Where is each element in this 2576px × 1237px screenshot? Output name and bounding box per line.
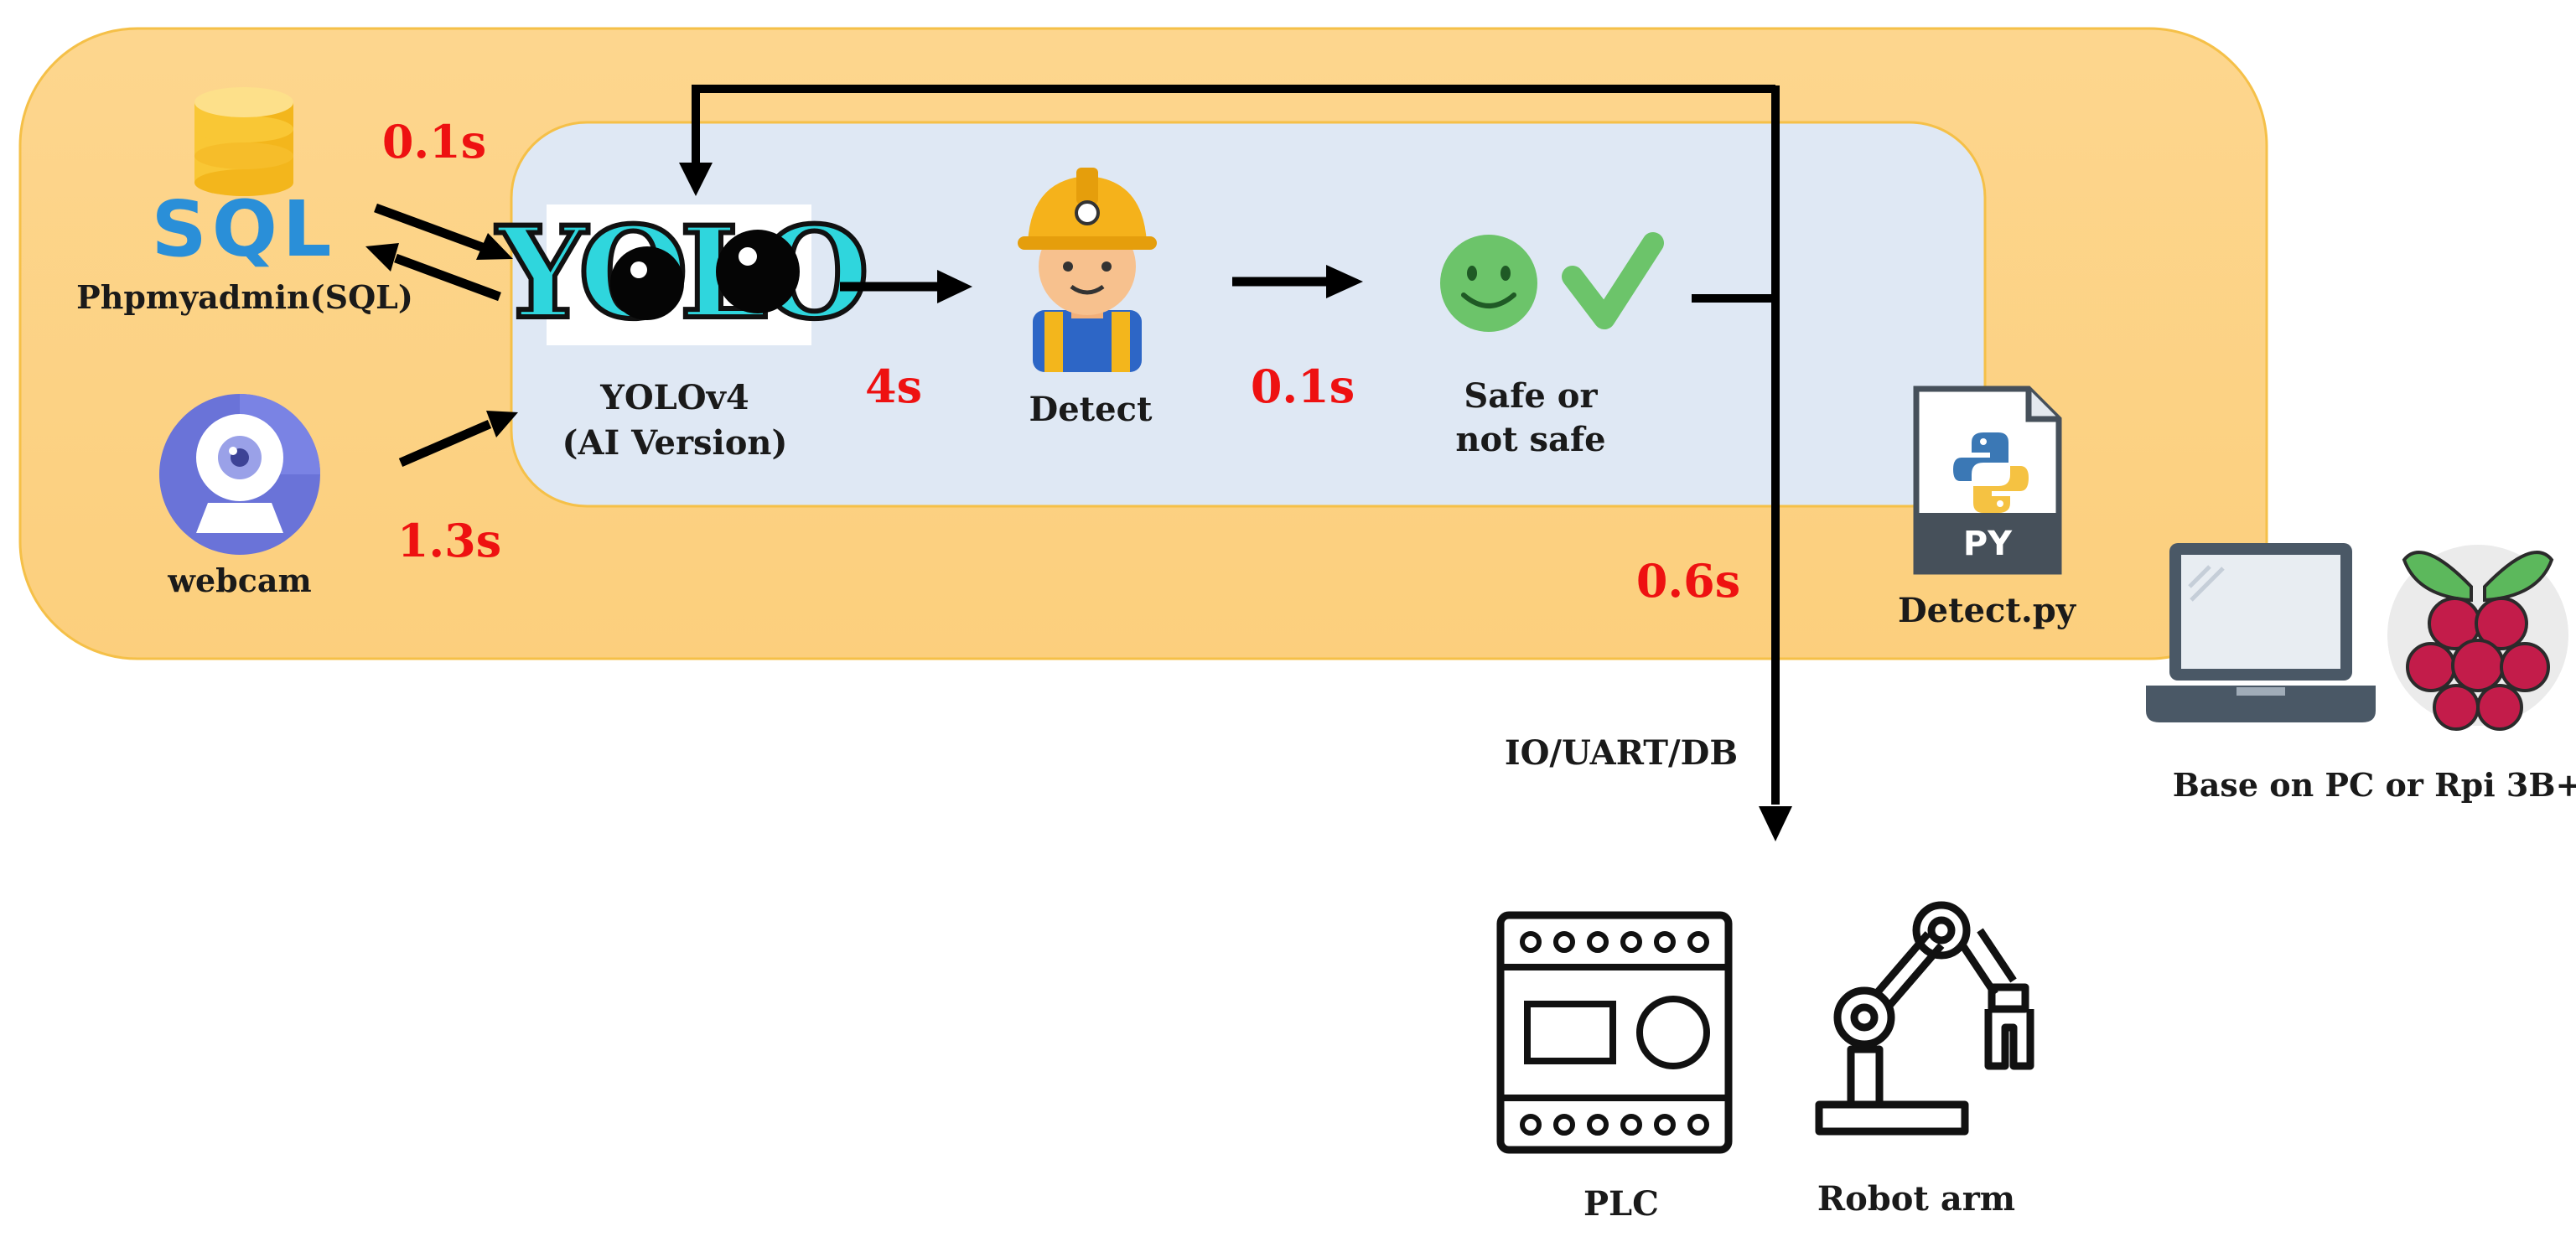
detect-py-label: Detect.py bbox=[1898, 591, 2077, 630]
plc-label: PLC bbox=[1583, 1184, 1659, 1224]
yolo-label-line1: YOLOv4 bbox=[599, 378, 749, 417]
webcam-icon bbox=[159, 394, 320, 555]
plc-icon bbox=[1496, 911, 1733, 1154]
base-label: Base on PC or Rpi 3B+ bbox=[2173, 766, 2576, 804]
detect-to-safe-arrow bbox=[1232, 265, 1363, 298]
webcam-time: 1.3s bbox=[397, 514, 501, 567]
database-icon: SQL bbox=[151, 87, 336, 274]
detect-label: Detect bbox=[1029, 390, 1153, 429]
robot-label: Robot arm bbox=[1817, 1179, 2015, 1219]
inner-panel bbox=[510, 121, 1987, 508]
safe-label-line2: not safe bbox=[1455, 420, 1605, 459]
feedback-time: 0.6s bbox=[1636, 554, 1740, 608]
worker-icon bbox=[1018, 168, 1157, 372]
feedback-arrow bbox=[679, 85, 1792, 841]
detect-to-safe-time: 0.1s bbox=[1251, 360, 1355, 413]
webcam-to-yolo-arrow bbox=[398, 411, 518, 468]
yolo-logo-text: YOLO bbox=[495, 199, 864, 347]
webcam-label: webcam bbox=[167, 562, 311, 599]
yolo-to-detect-arrow bbox=[840, 270, 972, 303]
safe-label-line1: Safe or bbox=[1464, 376, 1598, 416]
laptop-icon bbox=[2146, 543, 2376, 722]
yolo-to-sql-arrow bbox=[365, 243, 501, 302]
io-label: IO/UART/DB bbox=[1505, 733, 1738, 773]
yolo-logo-icon: YOLO bbox=[493, 197, 875, 349]
robot-arm-icon bbox=[1815, 901, 2034, 1136]
python-file-icon: PY bbox=[1913, 386, 2062, 575]
py-icon-text: PY bbox=[1963, 525, 2013, 563]
yolo-label-line2: (AI Version) bbox=[562, 423, 788, 463]
raspberry-pi-icon bbox=[2387, 545, 2568, 731]
yolo-to-detect-time: 4s bbox=[865, 360, 922, 413]
sql-time: 0.1s bbox=[382, 115, 486, 168]
sql-icon-text: SQL bbox=[151, 184, 336, 274]
checkmark-icon bbox=[1562, 232, 1664, 329]
sql-to-yolo-arrow bbox=[374, 203, 513, 260]
sql-label: Phpmyadmin(SQL) bbox=[76, 278, 413, 316]
smiley-icon bbox=[1440, 235, 1537, 332]
